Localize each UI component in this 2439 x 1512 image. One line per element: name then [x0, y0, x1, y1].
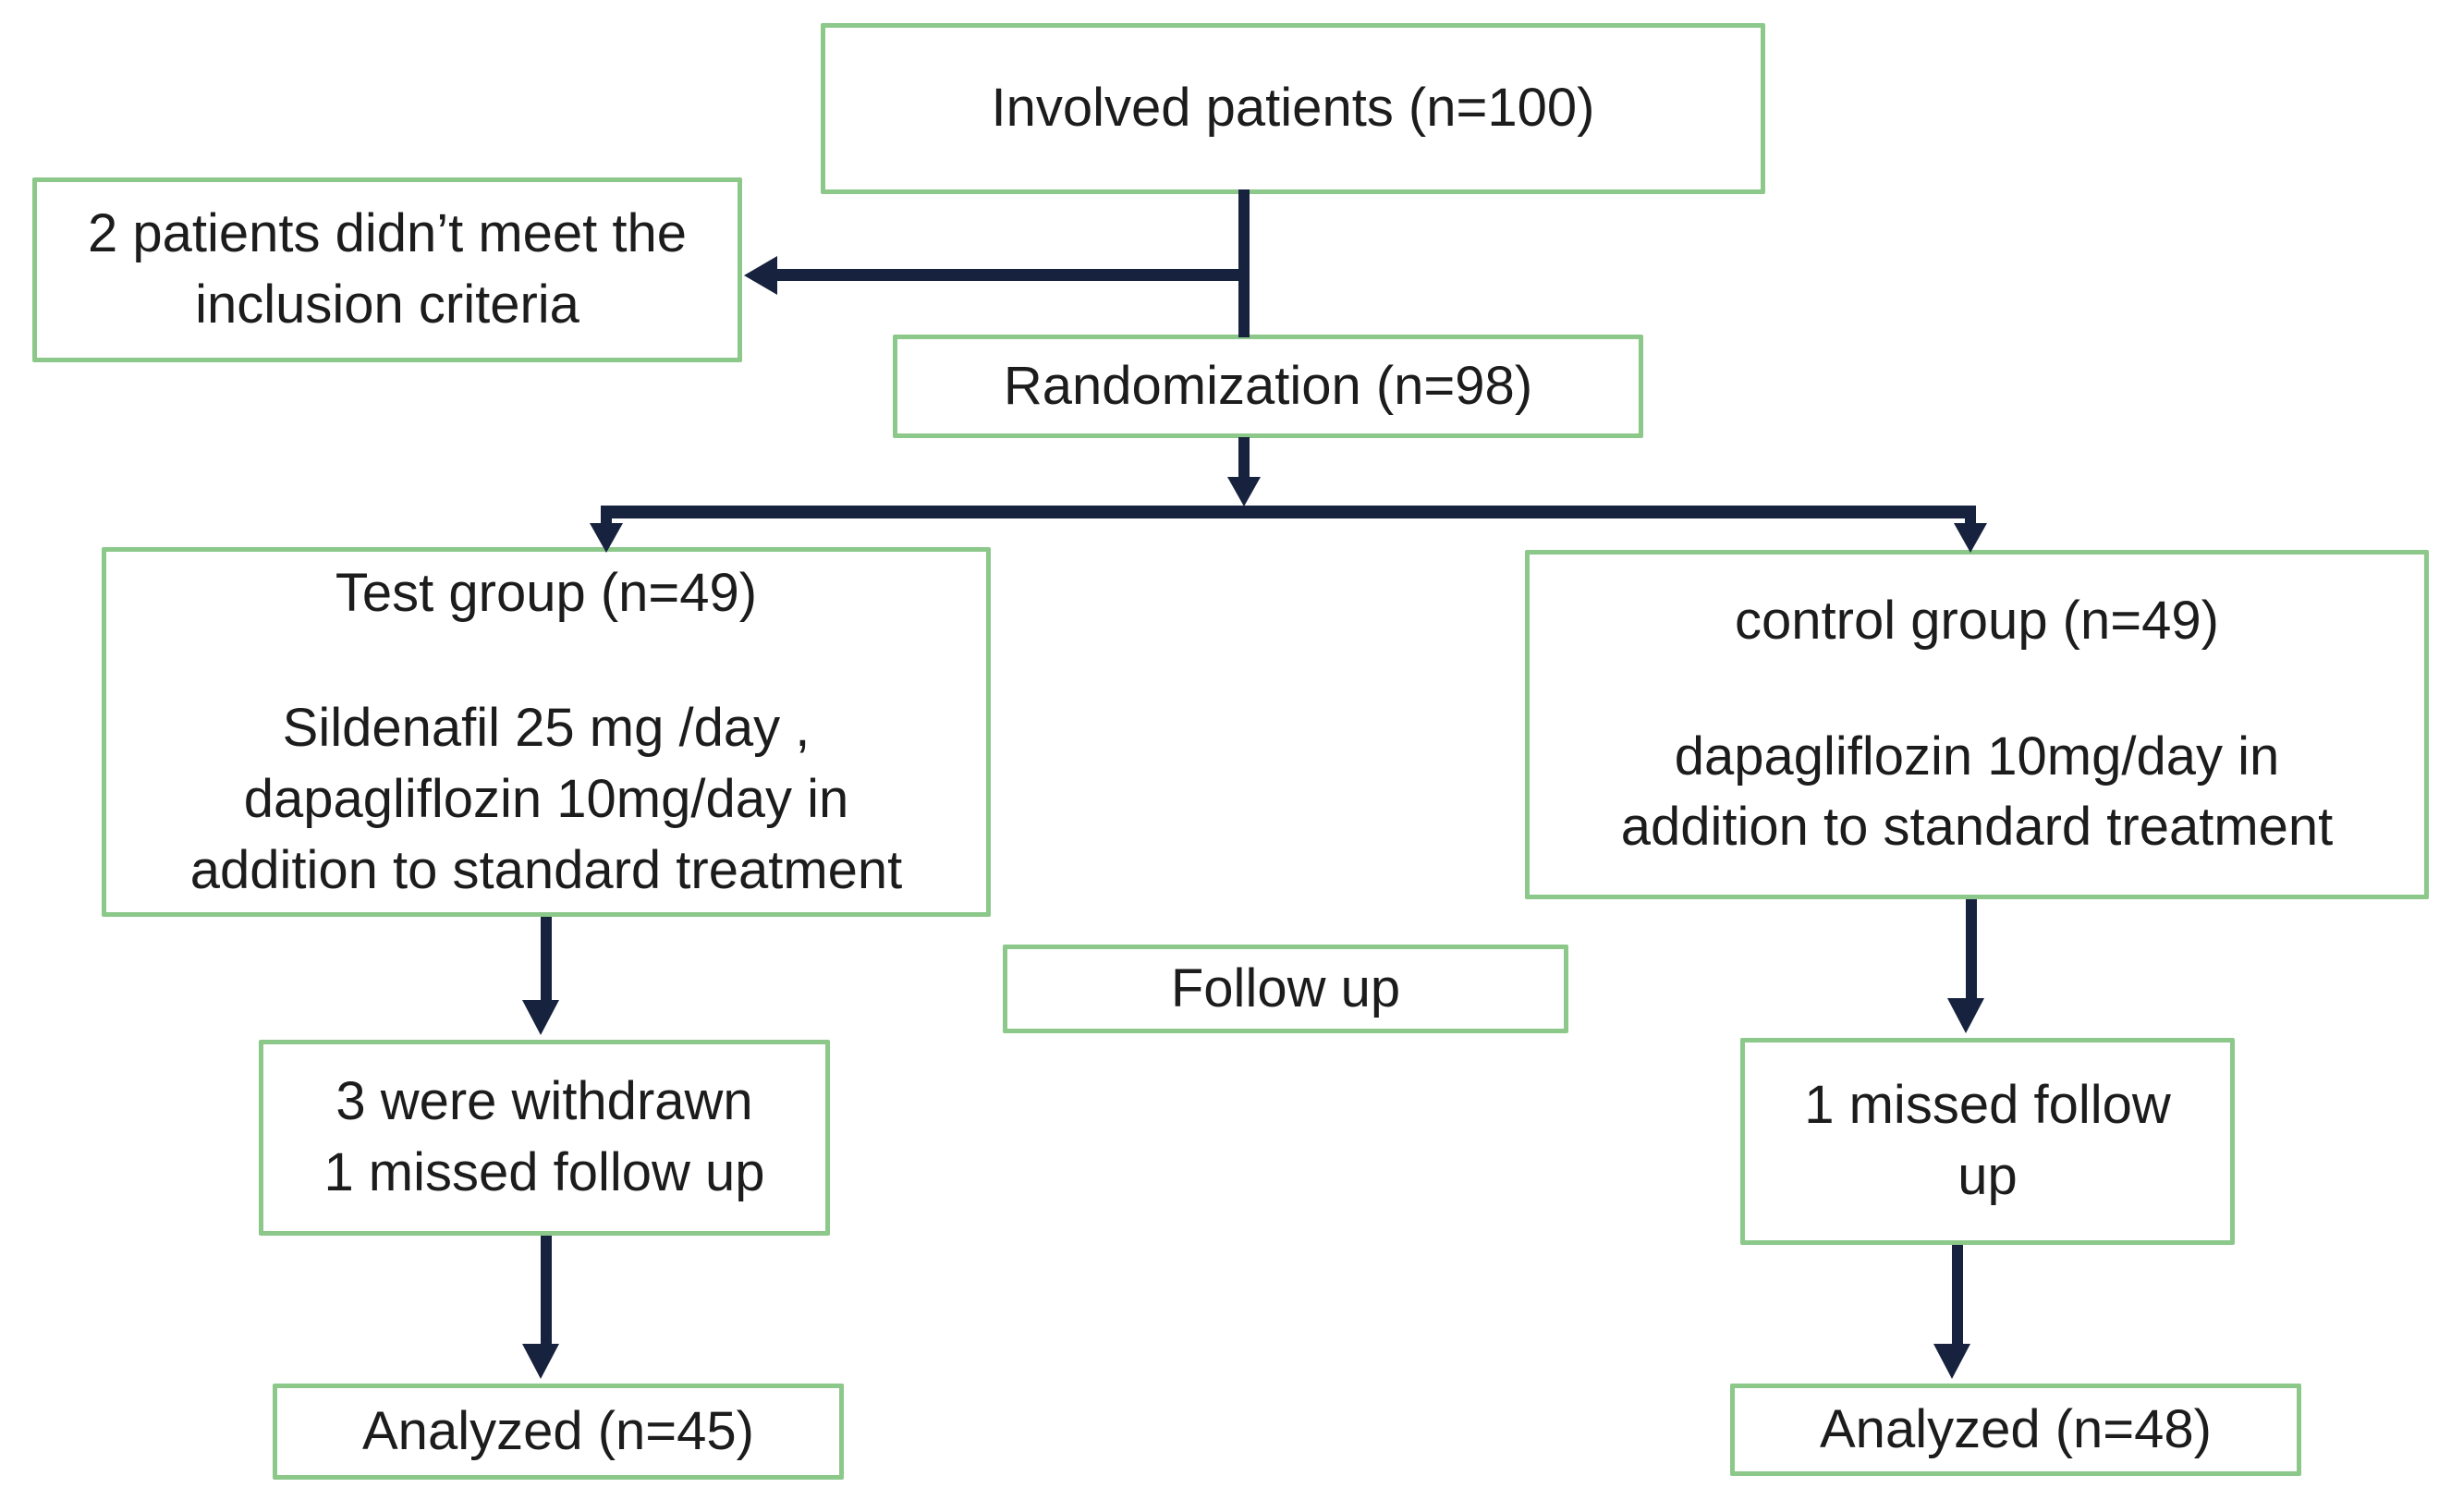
arrow-attrition-to-test-analyzed-head-icon — [522, 1344, 559, 1379]
arrow-to-excluded-head-icon — [744, 256, 777, 295]
node-involved-patients: Involved patients (n=100) — [821, 23, 1765, 194]
node-test-group-line-2: dapagliflozin 10mg/day in — [243, 769, 849, 829]
arrow-attrition-to-control-analyzed-head-icon — [1933, 1344, 1970, 1379]
arrow-control-to-attrition-head-icon — [1947, 998, 1984, 1033]
node-test-analyzed: Analyzed (n=45) — [273, 1384, 844, 1480]
node-control-group-line-1: dapagliflozin 10mg/day in — [1674, 726, 2280, 786]
arrow-randomization-to-branch-head-icon — [1227, 477, 1261, 506]
node-test-group-title: Test group (n=49) — [335, 562, 758, 623]
branch-bar-line — [601, 506, 1976, 518]
arrow-test-to-attrition-head-icon — [522, 1000, 559, 1035]
arrow-involved-to-randomization-line — [1238, 189, 1250, 337]
node-test-group-line-3: addition to standard treatment — [189, 839, 903, 900]
node-control-attrition: 1 missed follow up — [1740, 1038, 2235, 1245]
arrow-control-to-attrition-line — [1966, 899, 1977, 1001]
arrow-branch-to-test-head-icon — [590, 523, 623, 553]
node-excluded-line-1: 2 patients didn’t meet the — [87, 203, 688, 264]
arrow-branch-to-control-head-icon — [1954, 523, 1987, 553]
node-involved-patients-label: Involved patients (n=100) — [991, 78, 1595, 139]
node-test-group-line-1: Sildenafil 25 mg /day , — [282, 698, 811, 759]
node-follow-up: Follow up — [1003, 945, 1568, 1033]
arrow-randomization-to-branch-line — [1238, 437, 1250, 480]
arrow-attrition-to-control-analyzed-line — [1952, 1245, 1963, 1347]
node-control-analyzed: Analyzed (n=48) — [1730, 1384, 2301, 1476]
arrow-to-excluded-line — [774, 269, 1250, 281]
node-test-attrition: 3 were withdrawn 1 missed follow up — [259, 1040, 830, 1236]
node-control-attrition-line-1: 1 missed follow — [1804, 1075, 2171, 1136]
node-control-group-title: control group (n=49) — [1735, 591, 2219, 652]
node-test-group: Test group (n=49) Sildenafil 25 mg /day … — [102, 547, 991, 917]
node-randomization-label: Randomization (n=98) — [1003, 355, 1533, 416]
node-excluded-patients: 2 patients didn’t meet the inclusion cri… — [32, 177, 742, 362]
node-follow-up-label: Follow up — [1170, 957, 1401, 1018]
arrow-branch-to-control-line — [1965, 506, 1976, 528]
node-control-attrition-line-2: up — [1957, 1146, 2018, 1206]
node-control-analyzed-label: Analyzed (n=48) — [1820, 1398, 2212, 1459]
node-excluded-line-2: inclusion criteria — [195, 274, 579, 335]
node-control-group: control group (n=49) dapagliflozin 10mg/… — [1525, 550, 2429, 899]
node-control-group-line-2: addition to standard treatment — [1620, 797, 2334, 858]
node-test-attrition-line-1: 3 were withdrawn — [335, 1071, 753, 1132]
node-test-attrition-line-2: 1 missed follow up — [323, 1142, 765, 1202]
arrow-test-to-attrition-line — [541, 917, 552, 1004]
arrow-attrition-to-test-analyzed-line — [541, 1236, 552, 1347]
node-randomization: Randomization (n=98) — [893, 335, 1643, 438]
node-test-analyzed-label: Analyzed (n=45) — [362, 1400, 754, 1461]
arrow-branch-to-test-line — [601, 506, 612, 528]
